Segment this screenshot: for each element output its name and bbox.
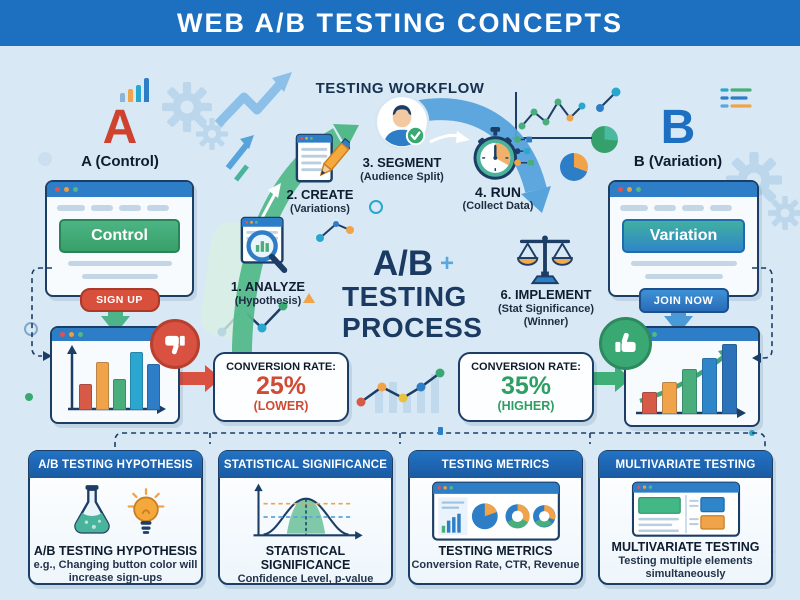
control-page-button[interactable]: Control [59, 219, 180, 253]
metrics-dashboard-icon [410, 480, 581, 544]
variation-browser-window: Variation JOIN NOW [608, 180, 759, 313]
conversion-note: (LOWER) [253, 399, 309, 414]
card-significance: STATISTICAL SIGNIFICANCE STATISTICAL SIG… [218, 450, 393, 585]
process-title: A/B TESTING PROCESS [342, 244, 483, 344]
conversion-note: (HIGHER) [497, 399, 555, 414]
variant-a-letter: A [102, 101, 138, 154]
conversion-label: CONVERSION RATE: [471, 360, 581, 373]
card-header: A/B TESTING HYPOTHESIS [29, 451, 202, 478]
nav-placeholder [610, 197, 757, 211]
conversion-box-variation: CONVERSION RATE: 35% (HIGHER) [458, 352, 594, 422]
text-placeholder [644, 274, 723, 279]
thumbs-up-icon [599, 317, 652, 370]
card-title: TESTING METRICS [438, 544, 553, 558]
variation-results-chart [624, 326, 760, 427]
flask-bulb-icon [30, 480, 201, 544]
card-title: MULTIVARIATE TESTING [611, 540, 760, 554]
plus-sign: + [440, 250, 455, 277]
conversion-value: 35% [500, 371, 552, 400]
bell-curve-icon [220, 480, 391, 544]
control-browser-window: Control SIGN UP [45, 180, 194, 312]
card-desc: Conversion Rate, CTR, Revenue [411, 559, 580, 571]
step-run: 4. RUN (Collect Data) [462, 184, 534, 213]
card-desc: e.g., Changing button color will increas… [33, 559, 198, 584]
magnifier-chart-icon [238, 216, 294, 276]
circle-decor [369, 200, 383, 214]
window-titlebar [52, 328, 178, 341]
thumbs-down-icon [150, 319, 200, 369]
join-now-button[interactable]: JOIN NOW [638, 288, 729, 313]
conversion-label: CONVERSION RATE: [226, 360, 336, 373]
document-pencil-icon [294, 132, 350, 188]
control-results-chart [50, 326, 180, 424]
text-placeholder [630, 261, 737, 266]
conversion-value: 25% [255, 371, 307, 400]
card-header: MULTIVARIATE TESTING [599, 451, 772, 478]
pie-chart-icon [560, 153, 588, 181]
card-title: STATISTICAL SIGNIFICANCE [260, 544, 351, 572]
conversion-box-control: CONVERSION RATE: 25% (LOWER) [213, 352, 349, 422]
mini-barchart-icon [120, 78, 149, 102]
circle-decor [25, 393, 33, 401]
variation-bars [642, 344, 742, 414]
card-desc: Confidence Level, p-value [237, 573, 374, 585]
control-bars [79, 352, 164, 410]
balance-scale-icon [514, 234, 576, 286]
card-header: TESTING METRICS [409, 451, 582, 478]
variant-b-letter: B [660, 101, 696, 154]
title-banner: WEB A/B TESTING CONCEPTS [0, 0, 800, 46]
text-placeholder [81, 274, 158, 279]
card-desc: Testing multiple elements simultaneously [618, 555, 753, 580]
circle-decor [38, 152, 52, 166]
layout-variants-icon [600, 480, 771, 540]
pie-chart-icon [591, 126, 618, 153]
card-multivariate: MULTIVARIATE TESTING MULTIVARIATE TESTIN… [598, 450, 773, 585]
variant-a-label: A (Control) [81, 153, 159, 170]
window-titlebar [47, 182, 192, 197]
list-icon [720, 88, 752, 108]
nav-placeholder [47, 197, 192, 211]
text-placeholder [67, 261, 172, 266]
user-check-icon [373, 93, 431, 151]
window-titlebar [610, 182, 757, 197]
stopwatch-icon [470, 126, 538, 186]
step-implement: 6. IMPLEMENT (Stat Significance) (Winner… [498, 287, 594, 329]
card-metrics: TESTING METRICS TES [408, 450, 583, 585]
step-analyze: 1. ANALYZE (Hypothesis) [230, 279, 306, 307]
card-title: A/B TESTING HYPOTHESIS [33, 544, 198, 558]
step-create: 2. CREATE (Variations) [286, 187, 354, 215]
variant-b-label: B (Variation) [633, 153, 723, 170]
triangle-decor [303, 293, 315, 303]
card-hypothesis: A/B TESTING HYPOTHESIS A/B TESTING HYPOT… [28, 450, 203, 585]
sign-up-button[interactable]: SIGN UP [79, 288, 160, 312]
step-segment: 3. SEGMENT (Audience Split) [360, 155, 444, 183]
card-header: STATISTICAL SIGNIFICANCE [219, 451, 392, 478]
variation-page-button[interactable]: Variation [622, 219, 745, 253]
page-title: WEB A/B TESTING CONCEPTS [176, 7, 623, 38]
workflow-title: TESTING WORKFLOW [315, 80, 485, 97]
